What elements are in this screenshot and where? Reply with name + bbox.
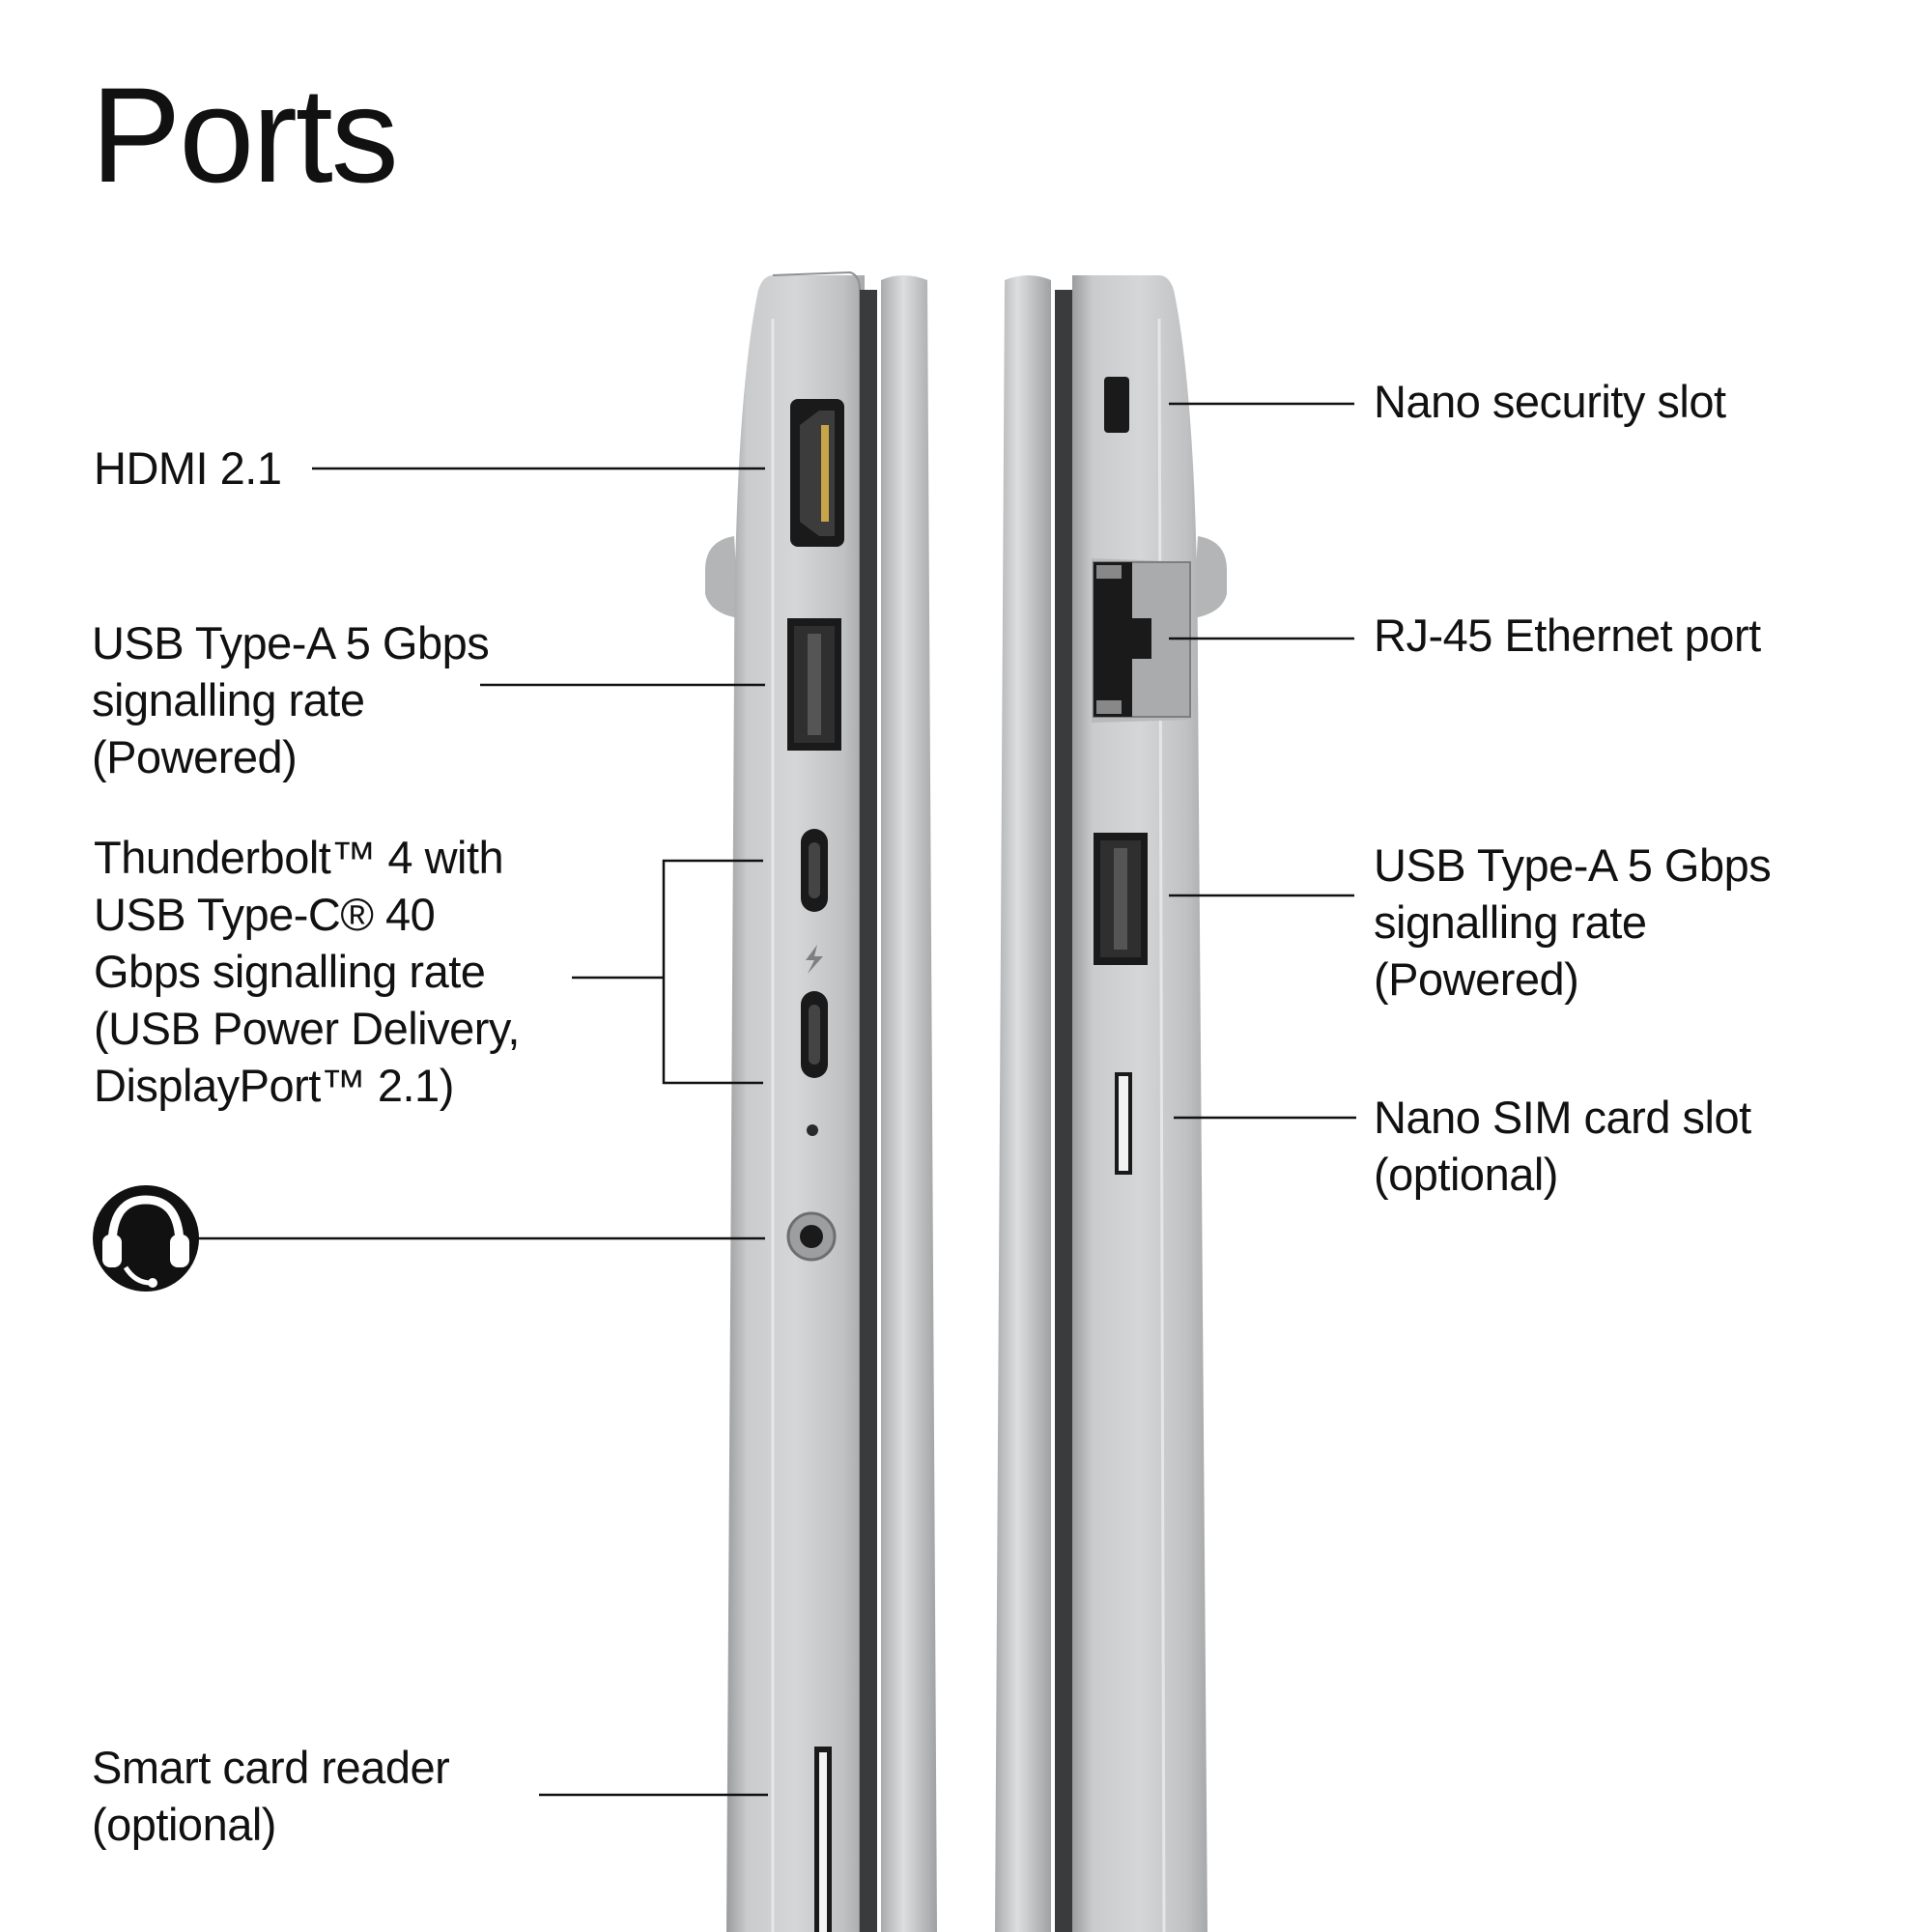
label-nano-sim: Nano SIM card slot (optional) xyxy=(1374,1092,1751,1200)
label-nano-security: Nano security slot xyxy=(1374,376,1726,427)
sim-slot-icon xyxy=(1115,1072,1132,1175)
audio-jack-icon xyxy=(786,1211,837,1262)
lock-slot-icon xyxy=(1104,377,1129,433)
right-laptop-side xyxy=(995,275,1227,1932)
page-title: Ports xyxy=(91,59,399,211)
usb-a-port-icon xyxy=(1094,833,1148,965)
label-usb-a-right: USB Type-A 5 Gbps signalling rate (Power… xyxy=(1374,839,1772,1005)
hdmi-port-icon xyxy=(790,399,844,547)
label-thunderbolt: Thunderbolt™ 4 with USB Type-C® 40 Gbps … xyxy=(94,832,520,1111)
headset-icon xyxy=(93,1185,199,1292)
card-slot-icon xyxy=(814,1747,832,1932)
label-rj45: RJ-45 Ethernet port xyxy=(1374,610,1761,661)
usb-a-port-icon xyxy=(787,618,841,751)
led-indicator-icon xyxy=(807,1124,818,1136)
usb-c-port-icon xyxy=(801,991,828,1078)
ethernet-port-icon xyxy=(1092,558,1193,723)
left-laptop-side xyxy=(705,270,937,1932)
label-usb-a-left: USB Type-A 5 Gbps signalling rate (Power… xyxy=(92,617,490,782)
callout-lines xyxy=(198,402,1356,1797)
label-smart-card: Smart card reader (optional) xyxy=(92,1742,450,1850)
usb-c-port-icon xyxy=(801,829,828,912)
thunderbolt-icon xyxy=(806,945,823,974)
label-hdmi: HDMI 2.1 xyxy=(94,442,282,494)
